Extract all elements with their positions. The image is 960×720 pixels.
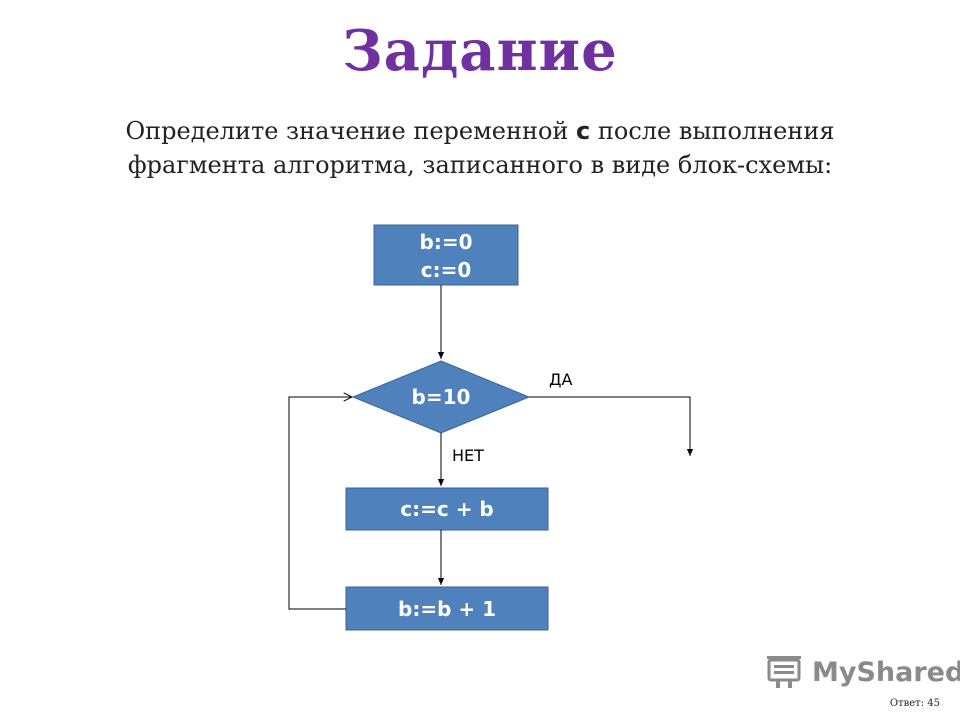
init-block: [373, 224, 519, 286]
step1-text: c:=c + b: [400, 497, 493, 521]
step1-block: [345, 487, 549, 531]
yes-branch-line: [529, 396, 694, 456]
condition-text: b=10: [412, 385, 471, 409]
task-variable: c: [576, 117, 591, 145]
task-text-before: Определите значение переменной: [125, 117, 577, 145]
answer-text: Ответ: 45: [889, 698, 940, 709]
myshared-logo: MyShared: [766, 652, 960, 692]
myshared-logo-text: MyShared: [812, 656, 960, 688]
task-text: Определите значение переменной c после в…: [60, 114, 900, 182]
step2-text: b:=b + 1: [398, 597, 496, 621]
no-label: НЕТ: [452, 446, 484, 465]
myshared-logo-icon: [767, 656, 801, 688]
init-line1: b:=0: [420, 230, 473, 254]
task-text-after: после выполнения фрагмента алгоритма, за…: [127, 117, 835, 179]
loop-back-line: [288, 397, 352, 610]
step2-block: [345, 586, 549, 631]
page-title: Задание: [342, 18, 618, 84]
init-line2: c:=0: [421, 258, 472, 282]
yes-label: ДА: [549, 370, 573, 389]
